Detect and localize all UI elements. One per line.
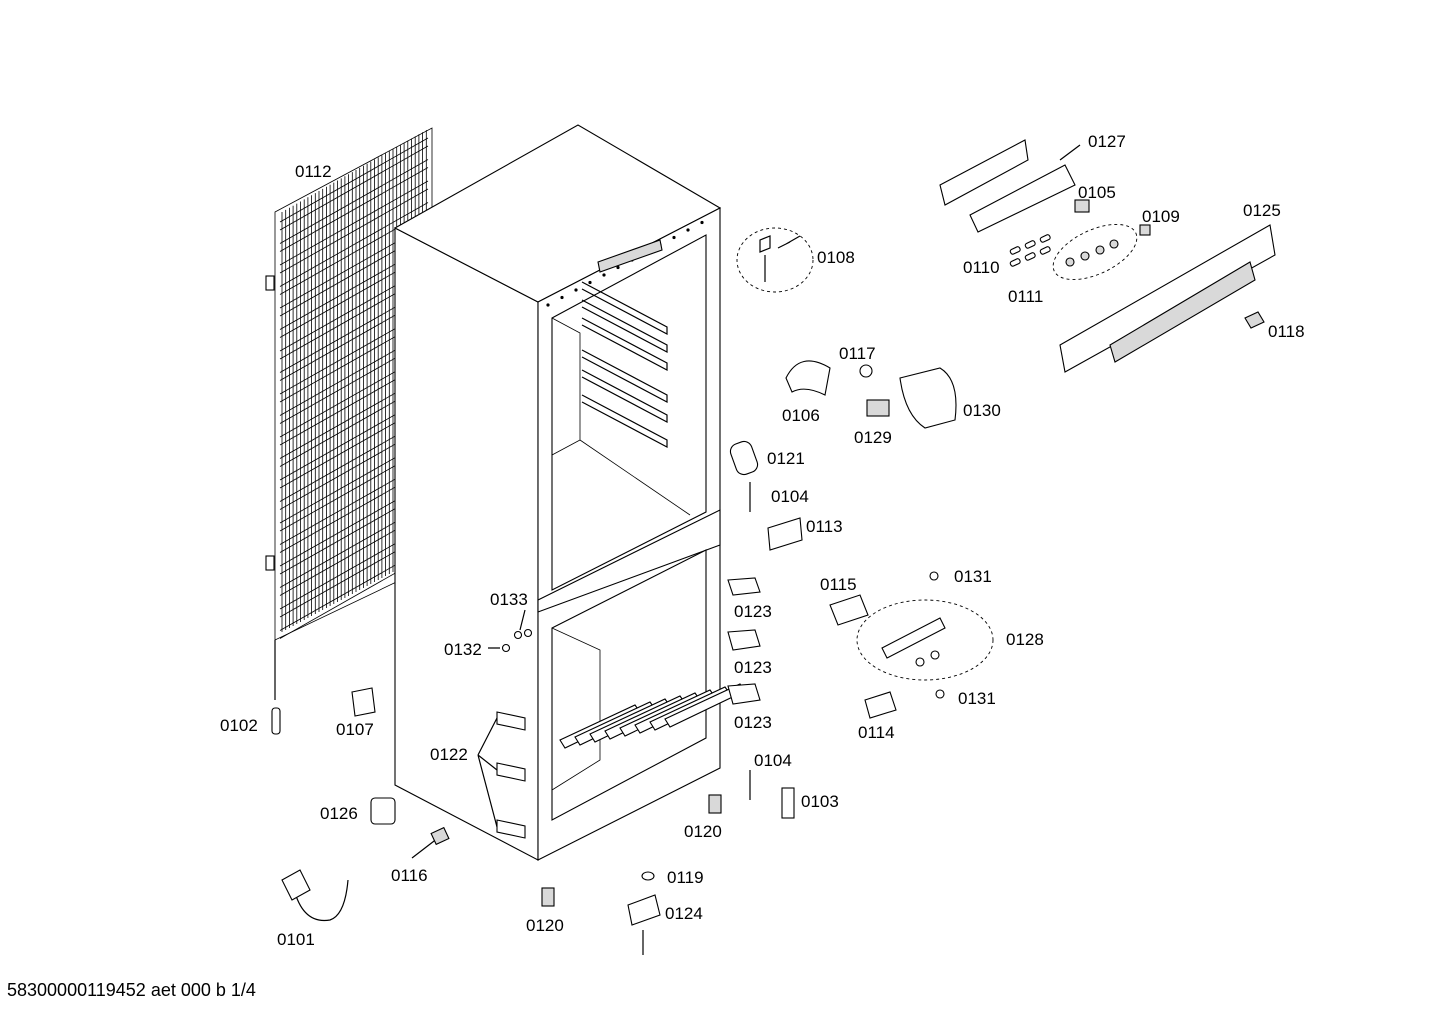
frame-hole [560,295,564,300]
frame-hole [700,220,704,225]
label-0107: 0107 [336,720,374,739]
label-0131-upper: 0131 [954,567,992,586]
label-0129: 0129 [854,428,892,447]
frame-hole [672,235,676,240]
label-0104-lower: 0104 [754,751,792,770]
frame-hole [588,280,592,285]
shelf-guide [581,394,668,448]
shelf-guide [581,349,668,403]
label-0102: 0102 [220,716,258,735]
label-0119: 0119 [667,868,704,887]
label-0120-right: 0120 [684,822,722,841]
button-cap [1024,240,1036,249]
label-0105: 0105 [1078,183,1116,202]
coil-tube [279,180,429,266]
coil-tube [279,145,429,231]
button-cap [1009,246,1021,255]
label-0111: 0111 [1008,287,1043,306]
frame-hole [602,273,606,277]
label-0117: 0117 [839,344,876,363]
label-0114: 0114 [858,723,895,742]
shelf-guide [581,369,668,423]
label-0126: 0126 [320,804,358,823]
label-0124: 0124 [665,904,703,923]
label-0132: 0132 [444,640,482,659]
label-0131-lower: 0131 [958,689,996,708]
label-0127: 0127 [1088,132,1126,151]
label-0101: 0101 [277,930,315,949]
label-0115: 0115 [820,575,857,594]
shelf-guide [581,281,668,335]
label-0108: 0108 [817,248,855,267]
label-0104-upper: 0104 [771,487,809,506]
knob-cap [1080,251,1090,261]
coil-tube [279,167,429,252]
label-0116: 0116 [391,866,428,885]
label-0103: 0103 [801,792,839,811]
label-0128: 0128 [1006,630,1044,649]
label-0123-a: 0123 [734,602,772,621]
coil-tube [279,159,429,244]
label-0109: 0109 [1142,207,1180,226]
frame-hole [546,303,550,307]
button-cap [1024,252,1036,261]
label-0113: 0113 [806,517,843,536]
coil-tube [279,202,429,287]
knob-cap [1095,245,1105,255]
frame-hole [616,265,620,270]
shelf-guide [581,299,668,353]
label-0125: 0125 [1243,201,1281,220]
label-0106: 0106 [782,406,820,425]
document-id: 58300000119452 aet 000 b 1/4 [7,980,256,1000]
frame-hole [574,288,578,292]
label-0118: 0118 [1268,322,1305,341]
label-0112: 0112 [295,162,332,181]
knob-cap [1109,239,1119,249]
label-0110: 0110 [963,258,1000,277]
shelf-guide [581,317,668,371]
label-0120-bottom: 0120 [526,916,564,935]
button-cap [1039,246,1051,255]
coil-tube [279,188,429,274]
frame-hole [686,228,690,232]
button-cap [1009,258,1021,267]
label-0123-b: 0123 [734,658,772,677]
label-0121: 0121 [767,449,805,468]
label-0130: 0130 [963,401,1001,420]
knob-cap [1065,257,1075,267]
coil-tube [279,137,429,223]
label-0122: 0122 [430,745,468,764]
label-0133: 0133 [490,590,528,609]
refrigerator-cabinet [393,124,746,861]
label-0123-c: 0123 [734,713,772,732]
button-cap [1039,234,1051,243]
